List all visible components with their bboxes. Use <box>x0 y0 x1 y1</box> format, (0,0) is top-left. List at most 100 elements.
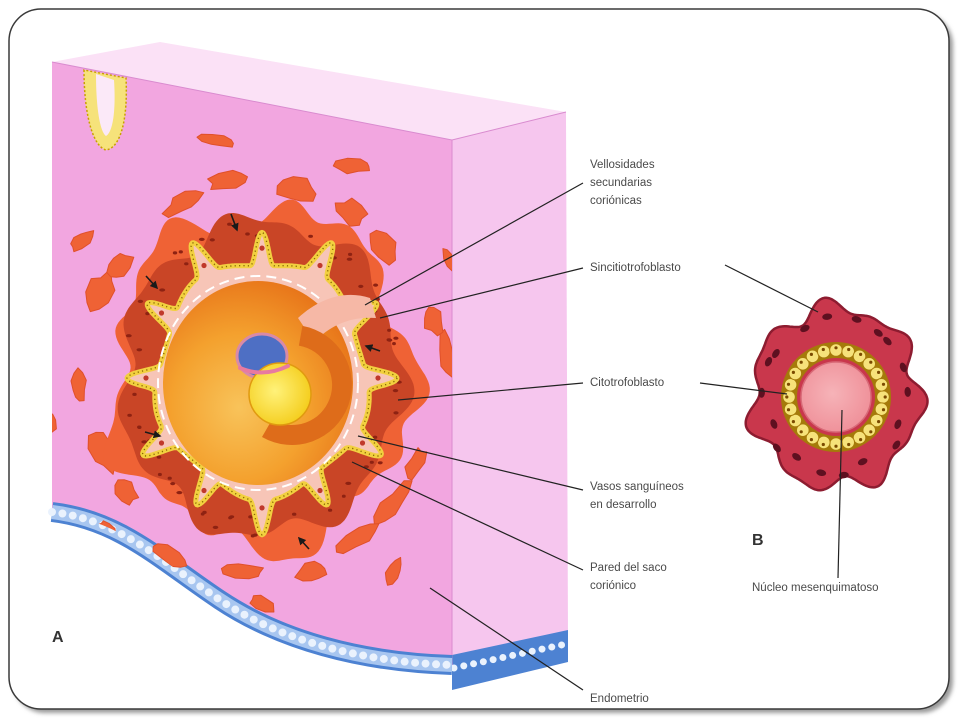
syncytiotrophoblast-nucleus <box>883 336 892 346</box>
maternal-blood-lacuna <box>114 479 140 506</box>
implantation-site <box>52 133 452 613</box>
syncytiotrophoblast-nucleus <box>159 288 166 292</box>
maternal-blood-lacuna <box>373 480 413 526</box>
maternal-blood-lacuna <box>220 563 264 580</box>
cytotrophoblast-cell <box>852 349 867 364</box>
developing-blood-vessel <box>158 310 165 316</box>
syncytiotrophoblast-nucleus <box>772 348 780 359</box>
label-vellosidades-line3: coriónicas <box>590 195 642 207</box>
syncytiotrophoblast-nucleus <box>892 440 901 450</box>
syncytiotrophoblast-nucleus <box>358 284 364 288</box>
cytotrophoblast-cell-nucleus <box>791 420 796 424</box>
cytotrophoblast-cell <box>841 344 856 359</box>
cytotrophoblast-cell <box>782 390 796 404</box>
label-nucleo-mesenquimatoso: Núcleo mesenquimatoso <box>752 582 879 594</box>
surface-epithelium-cells <box>48 508 456 669</box>
cytotrophoblast-cell-nucleus <box>834 444 838 448</box>
syncytiotrophoblast-nucleus <box>816 469 827 476</box>
syncytiotrophoblast-nucleus <box>178 250 183 254</box>
leader-pared <box>351 461 584 571</box>
cytotrophoblast-cell-nucleus <box>821 347 825 352</box>
cytotrophoblast-cell-nucleus <box>791 370 796 374</box>
cytotrophoblast-cell <box>783 378 798 392</box>
cytotrophoblast-cell-nucleus <box>834 346 838 350</box>
syncytiotrophoblast-nucleus <box>141 440 148 444</box>
panel-b-label: B <box>752 532 764 549</box>
maternal-blood-lacuna <box>249 594 275 613</box>
cytotrophoblast-cell-nucleus <box>785 395 789 399</box>
right-face-epithelium <box>452 630 568 690</box>
blood-flow-arrow <box>145 275 159 290</box>
syncytiotrophoblast-nucleus <box>252 533 258 537</box>
cytotrophoblast-cell <box>817 435 831 450</box>
developing-blood-vessel <box>375 375 381 381</box>
developing-blood-vessel <box>317 262 323 269</box>
syncytiotrophoblast-nucleus <box>822 313 833 320</box>
developing-blood-vessel <box>201 487 207 494</box>
leader-b-nucleo <box>837 409 843 579</box>
syncytiotrophoblast-nucleus <box>248 515 253 519</box>
cytotrophoblast-cell-nucleus <box>869 360 873 364</box>
leader-vasos <box>357 435 584 491</box>
cytotrophoblast-cell <box>829 437 843 451</box>
cytotrophoblast-cell <box>817 344 831 359</box>
label-pared-line1: Pared del saco <box>590 562 667 574</box>
maternal-blood-lacuna <box>152 543 188 568</box>
maternal-blood-lacuna <box>70 367 87 402</box>
panel-a-label: A <box>52 629 64 646</box>
cytotrophoblast-cell <box>788 413 803 428</box>
cytotrophoblast-cell <box>783 402 798 417</box>
maternal-blood-lacuna <box>442 248 452 273</box>
maternal-blood-lacuna <box>161 190 205 219</box>
cytotrophoblast-cell <box>841 435 856 450</box>
maternal-blood-lacuna <box>85 268 116 313</box>
developing-blood-vessel <box>201 262 207 269</box>
syncytiotrophoblast-nucleus <box>328 508 333 512</box>
cytotrophoblast-cell-nucleus <box>809 438 814 442</box>
connecting-stalk <box>298 294 376 342</box>
syncytiotrophoblast-nucleus <box>857 458 868 466</box>
syncytiotrophoblast-nucleus <box>873 329 883 337</box>
cytotrophoblast-cell-nucleus <box>881 382 886 386</box>
syncytiotrophoblast-nucleus <box>851 316 862 323</box>
syncytiotrophoblast-nucleus <box>125 334 132 338</box>
syncytiotrophoblast-nucleus <box>393 411 399 415</box>
leader-vellosidades <box>364 182 584 306</box>
syncytiotrophoblast-nucleus <box>377 461 383 465</box>
syncytiotrophoblast-nucleus <box>392 389 399 393</box>
label-vasos-line2: en desarrollo <box>590 499 656 511</box>
syncytiotrophoblast-nucleus <box>345 481 352 485</box>
label-citotrofoblasto: Citotrofoblasto <box>590 377 664 389</box>
cytotrophoblast-cell-nucleus <box>799 360 803 364</box>
maternal-blood-lacuna <box>276 176 317 202</box>
syncytiotrophoblast-nucleus <box>292 512 297 516</box>
syncytiotrophoblast-nucleus <box>764 356 773 367</box>
maternal-blood-lacuna <box>424 306 444 337</box>
cytotrophoblast-cells <box>126 231 398 536</box>
maternal-blood-lacuna <box>196 133 234 148</box>
maternal-blood-lacunae <box>52 133 452 613</box>
cytotrophoblast-cell-nucleus <box>821 442 825 447</box>
syncytiotrophoblast-nucleus <box>899 362 907 373</box>
syncytiotrophoblast-nucleus <box>172 251 178 255</box>
syncytiotrophoblast-nucleus <box>209 238 215 242</box>
syncytiotrophoblast-nucleus <box>145 312 150 316</box>
syncytiotrophoblast-nucleus <box>157 472 162 477</box>
syncytiotrophoblast-nucleus <box>136 348 143 352</box>
syncytiotrophoblast-nucleus <box>393 336 399 340</box>
cytotrophoblast-cell <box>788 366 803 381</box>
blood-flow-arrow <box>230 213 239 232</box>
extraembryonic-mesoderm-crescent <box>262 325 352 445</box>
syncytiotrophoblast-nucleus <box>772 443 781 453</box>
maternal-blood-lacuna <box>384 556 402 586</box>
cytotrophoblast-cell <box>869 366 884 381</box>
cytotrophoblast-cell-nucleus <box>877 370 881 374</box>
syncytiotrophoblast-nucleus <box>308 234 313 238</box>
label-sincitiotrofoblasto: Sincitiotrofoblasto <box>590 262 681 274</box>
cytotrophoblast-cell-nucleus <box>847 347 851 352</box>
yolk-sac <box>248 362 312 426</box>
cytotrophoblast-ring <box>781 342 891 452</box>
cytotrophoblast-cell <box>862 423 877 438</box>
maternal-blood-lacuna <box>335 523 380 555</box>
